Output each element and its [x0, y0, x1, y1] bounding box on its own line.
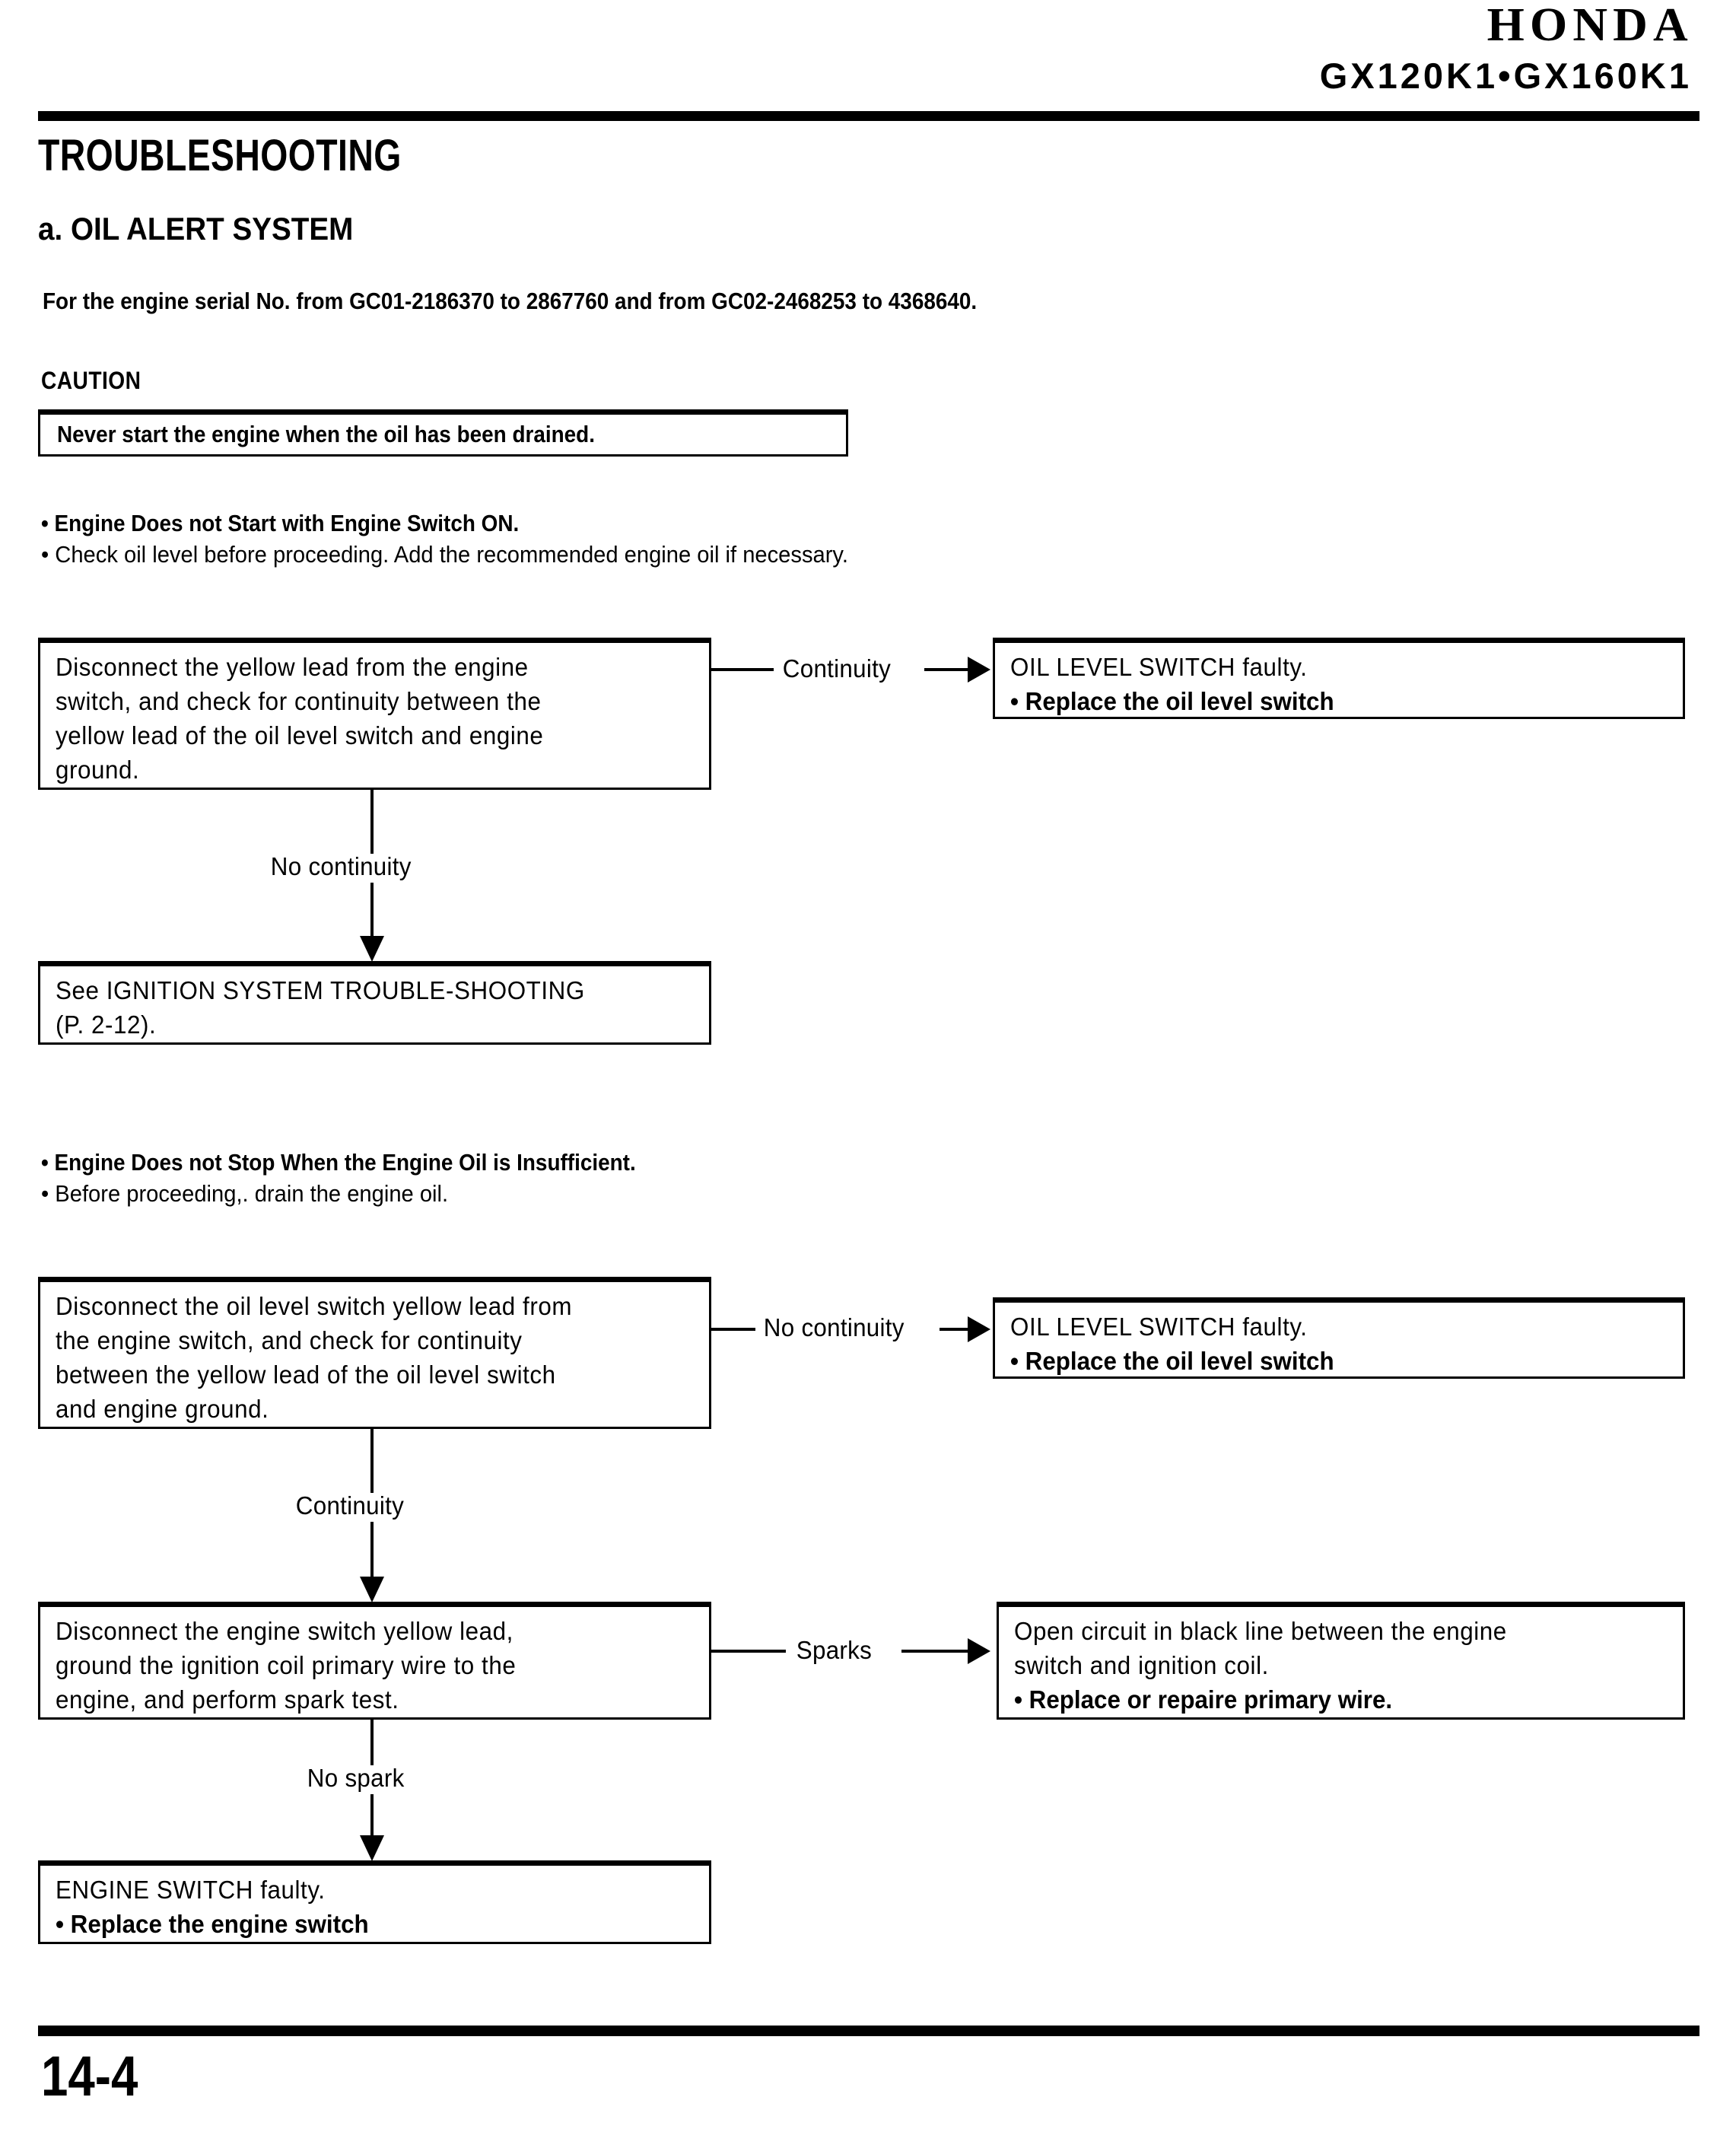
- flow2-result2-line: switch and ignition coil.: [1014, 1651, 1269, 1679]
- flow1-result-line: OIL LEVEL SWITCH faulty.: [1010, 653, 1308, 681]
- flow1-result-box: OIL LEVEL SWITCH faulty. • Replace the o…: [993, 638, 1685, 719]
- flow2-step2-line: engine, and perform spark test.: [56, 1685, 399, 1714]
- section1-bullet-bold: • Engine Does not Start with Engine Swit…: [41, 510, 520, 536]
- flow2-arrow-down2: [360, 1835, 384, 1861]
- flow2-step1-text: Disconnect the oil level switch yellow l…: [56, 1289, 670, 1426]
- flow2-step2-text: Disconnect the engine switch yellow lead…: [56, 1614, 670, 1717]
- flow1-result-text: OIL LEVEL SWITCH faulty. • Replace the o…: [1010, 650, 1643, 718]
- section1-bullets: • Engine Does not Start with Engine Swit…: [41, 508, 900, 571]
- flow1-reference-box: See IGNITION SYSTEM TROUBLE-SHOOTING (P.…: [38, 961, 711, 1045]
- flow1-branch-label-continuity: Continuity: [780, 656, 894, 681]
- flow1-result-action: • Replace the oil level switch: [1010, 687, 1334, 715]
- page-title: TROUBLESHOOTING: [38, 131, 402, 180]
- flow2-result3-box: ENGINE SWITCH faulty. • Replace the engi…: [38, 1860, 711, 1944]
- caution-text: Never start the engine when the oil has …: [57, 421, 595, 447]
- section2-bullet-regular: • Before proceeding,. drain the engine o…: [41, 1179, 449, 1207]
- flow2-step2-box: Disconnect the engine switch yellow lead…: [38, 1602, 711, 1720]
- flow1-connector-line: [711, 668, 774, 671]
- flow2-connector-line: [711, 1328, 755, 1331]
- honda-logo: HONDA: [1486, 0, 1693, 51]
- flow1-step-line: yellow lead of the oil level switch and …: [56, 721, 544, 749]
- flow1-step-line: Disconnect the yellow lead from the engi…: [56, 653, 529, 681]
- page-number: 14-4: [41, 2045, 138, 2108]
- flow2-branch-label-sparks: Sparks: [793, 1637, 875, 1663]
- flow2-down-line2-upper: [370, 1720, 374, 1785]
- section2-bullets: • Engine Does not Stop When the Engine O…: [41, 1147, 702, 1210]
- flow2-down-line2-lower: [370, 1794, 374, 1841]
- caution-box: Never start the engine when the oil has …: [38, 409, 848, 457]
- flow1-down-line-lower: [370, 883, 374, 942]
- section1-bullet-regular: • Check oil level before proceeding. Add…: [41, 540, 848, 568]
- flow2-arrow-down1: [360, 1577, 384, 1602]
- flow2-step1-line: between the yellow lead of the oil level…: [56, 1360, 556, 1389]
- flow1-reference-text: See IGNITION SYSTEM TROUBLE-SHOOTING (P.…: [56, 973, 670, 1042]
- flow1-connector-line-2: [924, 668, 971, 671]
- flow1-step-text: Disconnect the yellow lead from the engi…: [56, 650, 670, 787]
- flow2-step1-line: Disconnect the oil level switch yellow l…: [56, 1292, 573, 1320]
- flow1-down-line-upper: [370, 790, 374, 874]
- flow2-result1-line: OIL LEVEL SWITCH faulty.: [1010, 1313, 1308, 1341]
- flow2-result3-action: • Replace the engine switch: [56, 1910, 369, 1938]
- flow2-result2-line: Open circuit in black line between the e…: [1014, 1617, 1507, 1645]
- flow2-step1-box: Disconnect the oil level switch yellow l…: [38, 1277, 711, 1429]
- flow2-branch-label-no-spark: No spark: [304, 1765, 408, 1790]
- flow1-reference-line: (P. 2-12).: [56, 1010, 157, 1039]
- flow1-arrow-down: [360, 936, 384, 962]
- flow2-step1-line: the engine switch, and check for continu…: [56, 1326, 523, 1354]
- serial-number-note: For the engine serial No. from GC01-2186…: [43, 288, 978, 314]
- flow2-down-line1-lower: [370, 1522, 374, 1583]
- flow1-step-box: Disconnect the yellow lead from the engi…: [38, 638, 711, 790]
- model-designation: GX120K1•GX160K1: [1319, 56, 1692, 96]
- flow2-result3-line: ENGINE SWITCH faulty.: [56, 1876, 326, 1904]
- flow2-branch-label-continuity: Continuity: [293, 1493, 407, 1518]
- flow2-result1-text: OIL LEVEL SWITCH faulty. • Replace the o…: [1010, 1310, 1643, 1378]
- flow2-connector-line-3: [711, 1650, 786, 1653]
- section2-bullet-bold: • Engine Does not Stop When the Engine O…: [41, 1149, 636, 1176]
- flow2-result3-text: ENGINE SWITCH faulty. • Replace the engi…: [56, 1873, 670, 1941]
- flow2-step2-line: ground the ignition coil primary wire to…: [56, 1651, 517, 1679]
- footer-rule: [38, 2026, 1699, 2036]
- flow1-arrow-right: [968, 657, 990, 683]
- flow2-result2-text: Open circuit in black line between the e…: [1014, 1614, 1643, 1717]
- section-title: a. OIL ALERT SYSTEM: [38, 211, 354, 247]
- flow2-arrow-right: [968, 1316, 990, 1342]
- flow2-step1-line: and engine ground.: [56, 1395, 269, 1423]
- flow2-connector-line-4: [901, 1650, 971, 1653]
- flow2-result2-box: Open circuit in black line between the e…: [997, 1602, 1685, 1720]
- flow2-branch-label-no-continuity: No continuity: [761, 1315, 908, 1340]
- flow2-step2-line: Disconnect the engine switch yellow lead…: [56, 1617, 513, 1645]
- flow2-connector-line-2: [940, 1328, 971, 1331]
- flow2-result1-action: • Replace the oil level switch: [1010, 1347, 1334, 1375]
- flow2-result1-box: OIL LEVEL SWITCH faulty. • Replace the o…: [993, 1297, 1685, 1379]
- header-rule: [38, 111, 1699, 121]
- flow1-branch-label-no-continuity: No continuity: [268, 854, 415, 879]
- flow2-arrow-right-2: [968, 1638, 990, 1664]
- flow2-down-line1-upper: [370, 1429, 374, 1513]
- flow1-reference-line: See IGNITION SYSTEM TROUBLE-SHOOTING: [56, 976, 585, 1004]
- flow1-step-line: ground.: [56, 756, 140, 784]
- caution-label: CAUTION: [41, 367, 141, 394]
- flow1-step-line: switch, and check for continuity between…: [56, 687, 542, 715]
- flow2-result2-action: • Replace or repaire primary wire.: [1014, 1685, 1393, 1714]
